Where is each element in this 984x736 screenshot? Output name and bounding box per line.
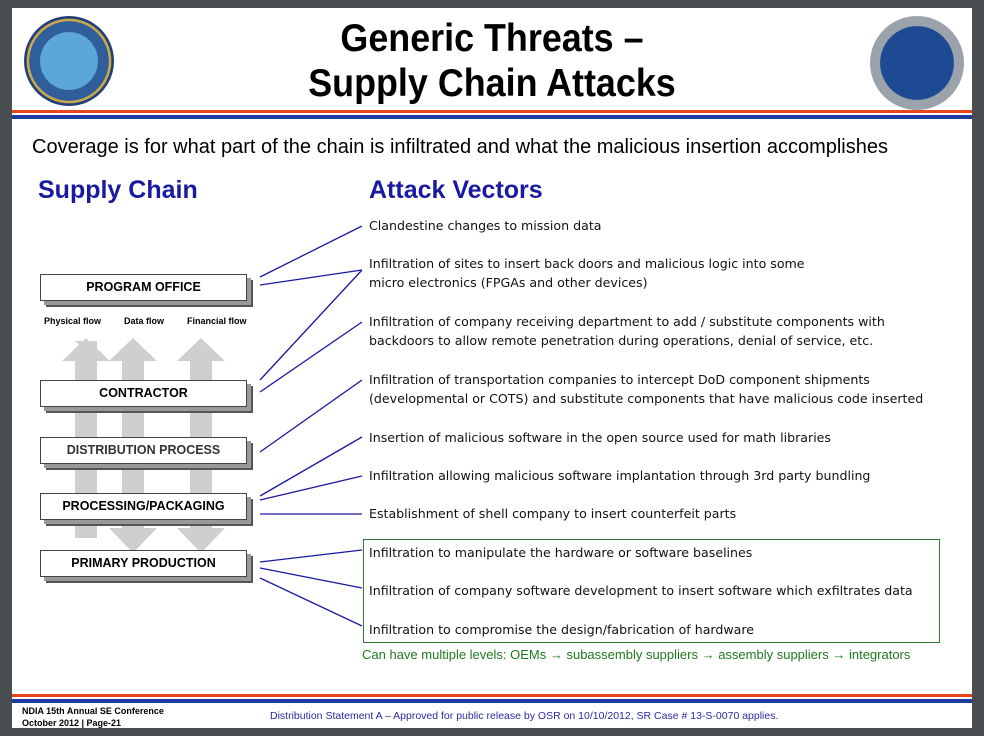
multi-level-group-box (363, 539, 940, 643)
title-line-2: Supply Chain Attacks (308, 62, 676, 105)
subtitle: Coverage is for what part of the chain i… (32, 136, 888, 158)
attack-vector: Infiltration of company receiving depart… (369, 314, 885, 348)
multi-level-note: Can have multiple levels: OEMs → subasse… (362, 647, 911, 662)
attack-vector: Establishment of shell company to insert… (369, 506, 737, 521)
financial-flow-label: Financial flow (187, 316, 247, 326)
attack-vector: Infiltration allowing malicious software… (369, 468, 871, 483)
attack-vector: Infiltration of sites to insert back doo… (369, 256, 805, 290)
slide: Generic Threats – Supply Chain Attacks C… (12, 8, 972, 728)
vector-connector-lines (259, 225, 363, 627)
attack-vector: Infiltration of transportation companies… (369, 372, 924, 406)
processing-packaging-box: PROCESSING/PACKAGING (40, 493, 247, 520)
supply-chain-heading: Supply Chain (38, 176, 198, 204)
primary-production-box: PRIMARY PRODUCTION (40, 550, 247, 577)
dod-seal-logo (24, 16, 114, 106)
attack-vector: Insertion of malicious software in the o… (369, 430, 831, 445)
footer-rule-red (12, 694, 972, 697)
title-line-1: Generic Threats – (340, 17, 644, 60)
physical-flow-label: Physical flow (44, 316, 102, 326)
header-rule-red (12, 110, 972, 113)
attack-vector: Infiltration to compromise the design/fa… (369, 622, 755, 637)
attack-vector: Infiltration to manipulate the hardware … (369, 545, 753, 560)
page-label: October 2012 | Page-21 (22, 718, 122, 728)
contractor-box: CONTRACTOR (40, 380, 247, 407)
header-rule-blue (12, 115, 972, 119)
data-flow-label: Data flow (124, 316, 165, 326)
attack-vector: Infiltration of company software develop… (369, 583, 913, 598)
slide-title: Generic Threats – Supply Chain Attacks (50, 16, 933, 106)
asd-re-logo (870, 16, 964, 110)
program-office-box: PROGRAM OFFICE (40, 274, 247, 301)
distribution-statement: Distribution Statement A – Approved for … (270, 710, 779, 722)
footer-rule-blue (12, 699, 972, 703)
attack-vectors-heading: Attack Vectors (369, 176, 543, 204)
attack-vector: Clandestine changes to mission data (369, 218, 602, 233)
distribution-process-box: DISTRIBUTION PROCESS (40, 437, 247, 464)
conference-label: NDIA 15th Annual SE Conference (22, 706, 164, 716)
